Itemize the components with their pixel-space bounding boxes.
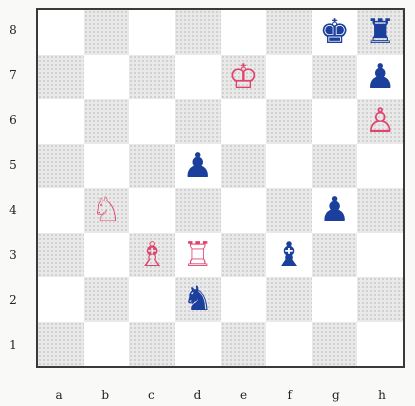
square-b2[interactable] [84,277,130,322]
file-label-b: b [95,388,115,402]
square-f6[interactable] [266,99,312,144]
white-pawn-icon[interactable]: ♙ [365,104,395,138]
square-e7[interactable]: ♔ [221,55,267,100]
square-h8[interactable]: ♜ [357,10,403,55]
square-a2[interactable] [38,277,84,322]
black-rook-icon[interactable]: ♜ [365,15,395,49]
square-g2[interactable] [312,277,358,322]
square-g8[interactable]: ♚ [312,10,358,55]
chess-board: ♚ ♜ ♔ ♟ ♙ ♟ ♘ ♟ ♗ ♖ ♝ ♞ [36,8,405,368]
rank-label-7: 7 [4,68,22,82]
rank-label-4: 4 [4,203,22,217]
square-g6[interactable] [312,99,358,144]
square-b4[interactable]: ♘ [84,188,130,233]
square-g3[interactable] [312,233,358,278]
square-c1[interactable] [129,322,175,367]
square-a4[interactable] [38,188,84,233]
square-a8[interactable] [38,10,84,55]
rank-label-6: 6 [4,113,22,127]
square-a5[interactable] [38,144,84,189]
rank-label-2: 2 [4,293,22,307]
file-label-e: e [234,388,254,402]
square-c8[interactable] [129,10,175,55]
square-h6[interactable]: ♙ [357,99,403,144]
white-king-icon[interactable]: ♔ [228,60,258,94]
square-f5[interactable] [266,144,312,189]
square-e4[interactable] [221,188,267,233]
square-c2[interactable] [129,277,175,322]
white-rook-icon[interactable]: ♖ [182,238,212,272]
square-f2[interactable] [266,277,312,322]
file-label-f: f [280,388,300,402]
square-g1[interactable] [312,322,358,367]
square-c7[interactable] [129,55,175,100]
square-e6[interactable] [221,99,267,144]
square-c5[interactable] [129,144,175,189]
black-pawn-icon[interactable]: ♟ [182,149,212,183]
square-e5[interactable] [221,144,267,189]
rank-label-8: 8 [4,23,22,37]
square-b3[interactable] [84,233,130,278]
square-e1[interactable] [221,322,267,367]
file-label-h: h [372,388,392,402]
white-bishop-icon[interactable]: ♗ [137,238,167,272]
rank-label-5: 5 [4,158,22,172]
square-c6[interactable] [129,99,175,144]
file-label-g: g [326,388,346,402]
square-b7[interactable] [84,55,130,100]
square-h7[interactable]: ♟ [357,55,403,100]
black-king-icon[interactable]: ♚ [319,15,349,49]
square-f3[interactable]: ♝ [266,233,312,278]
square-d8[interactable] [175,10,221,55]
square-d7[interactable] [175,55,221,100]
square-f8[interactable] [266,10,312,55]
square-d1[interactable] [175,322,221,367]
square-g7[interactable] [312,55,358,100]
square-h1[interactable] [357,322,403,367]
square-b1[interactable] [84,322,130,367]
square-a1[interactable] [38,322,84,367]
square-g4[interactable]: ♟ [312,188,358,233]
square-a7[interactable] [38,55,84,100]
square-e8[interactable] [221,10,267,55]
file-label-a: a [49,388,69,402]
square-e3[interactable] [221,233,267,278]
square-f7[interactable] [266,55,312,100]
rank-label-3: 3 [4,248,22,262]
square-g5[interactable] [312,144,358,189]
black-bishop-icon[interactable]: ♝ [274,238,304,272]
square-d6[interactable] [175,99,221,144]
square-d4[interactable] [175,188,221,233]
white-knight-icon[interactable]: ♘ [91,193,121,227]
square-e2[interactable] [221,277,267,322]
square-b5[interactable] [84,144,130,189]
square-c3[interactable]: ♗ [129,233,175,278]
square-h2[interactable] [357,277,403,322]
black-pawn-icon[interactable]: ♟ [319,193,349,227]
square-f4[interactable] [266,188,312,233]
square-d3[interactable]: ♖ [175,233,221,278]
square-a3[interactable] [38,233,84,278]
square-h4[interactable] [357,188,403,233]
square-h5[interactable] [357,144,403,189]
black-knight-icon[interactable]: ♞ [182,282,212,316]
file-label-c: c [141,388,161,402]
square-b8[interactable] [84,10,130,55]
black-pawn-icon[interactable]: ♟ [365,60,395,94]
square-d5[interactable]: ♟ [175,144,221,189]
square-a6[interactable] [38,99,84,144]
rank-label-1: 1 [4,338,22,352]
square-c4[interactable] [129,188,175,233]
square-f1[interactable] [266,322,312,367]
square-h3[interactable] [357,233,403,278]
square-d2[interactable]: ♞ [175,277,221,322]
square-b6[interactable] [84,99,130,144]
file-label-d: d [187,388,207,402]
